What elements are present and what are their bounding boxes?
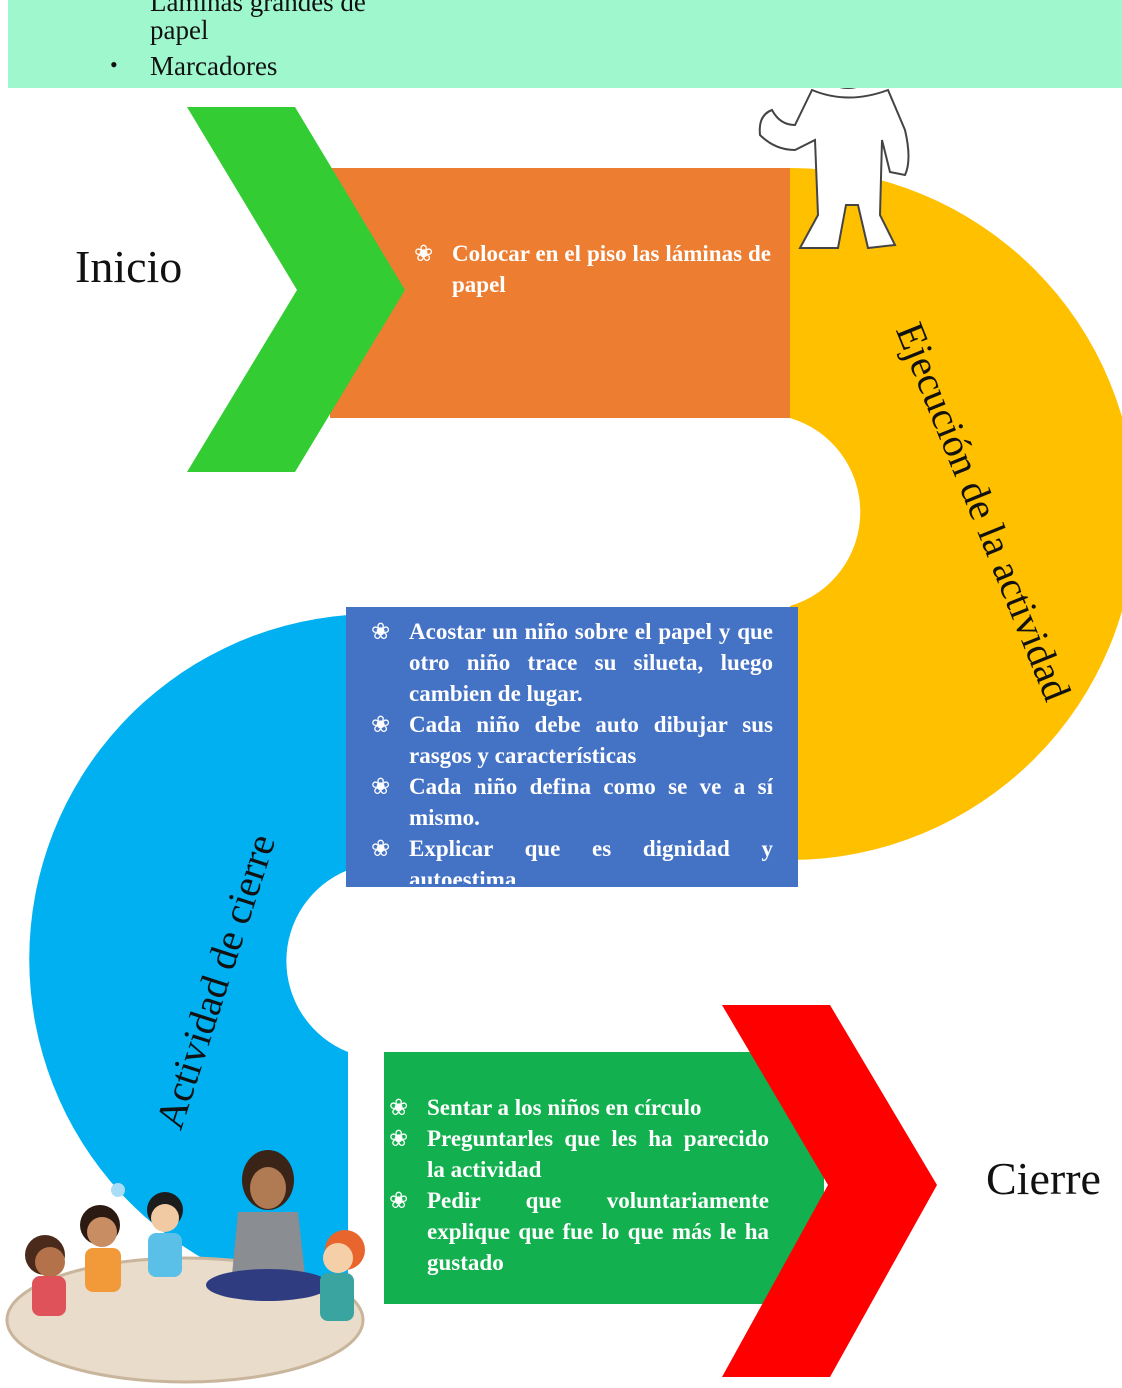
inicio-step-box [330, 168, 790, 418]
list-item: ❀Acostar un niño sobre el papel y que ot… [371, 616, 773, 709]
materials-band [8, 0, 1122, 88]
flower-bullet-icon: ❀ [414, 241, 434, 266]
start-label: Inicio [75, 241, 183, 292]
closing-step-box [384, 1052, 824, 1304]
inicio-step-text: ❀Colocar en el piso las láminas de papel [414, 238, 771, 300]
list-item: ❀Colocar en el piso las láminas de papel [414, 238, 771, 300]
flower-bullet-icon: ❀ [371, 619, 391, 644]
list-item: ❀Cada niño defina como se ve a sí mismo. [371, 771, 773, 833]
list-item: ❀Pedir que voluntariamente explique que … [389, 1185, 769, 1278]
execution-curve [790, 168, 1122, 860]
kids-circle-illustration [5, 1150, 365, 1384]
closing-step-text: ❀Sentar a los niños en círculo ❀Pregunta… [389, 1092, 769, 1278]
end-chevron [722, 1005, 937, 1377]
start-chevron [187, 107, 405, 472]
list-item: ❀Explicar que es dignidad y autoestima [371, 833, 773, 884]
execution-step-box [346, 607, 798, 887]
flower-bullet-icon: ❀ [371, 774, 391, 799]
end-label: Cierre [986, 1153, 1101, 1204]
list-item: ❀Cada niño debe auto dibujar sus rasgos … [371, 709, 773, 771]
flower-bullet-icon: ❀ [389, 1126, 409, 1151]
flower-bullet-icon: ❀ [371, 712, 391, 737]
list-item: ❀Preguntarles que les ha parecido la act… [389, 1123, 769, 1185]
list-item: ❀Sentar a los niños en círculo [389, 1092, 769, 1123]
materials-item-partial: Láminas grandes de [150, 0, 366, 17]
closing-curve [29, 615, 348, 1303]
flower-bullet-icon: ❀ [389, 1095, 409, 1120]
materials-bullet: • [110, 52, 118, 77]
materials-item-2: Marcadores [150, 51, 278, 81]
flower-bullet-icon: ❀ [371, 836, 391, 861]
execution-step-text: ❀Acostar un niño sobre el papel y que ot… [371, 616, 773, 884]
flower-bullet-icon: ❀ [389, 1188, 409, 1213]
materials-item-1-continuation: papel [150, 15, 209, 45]
